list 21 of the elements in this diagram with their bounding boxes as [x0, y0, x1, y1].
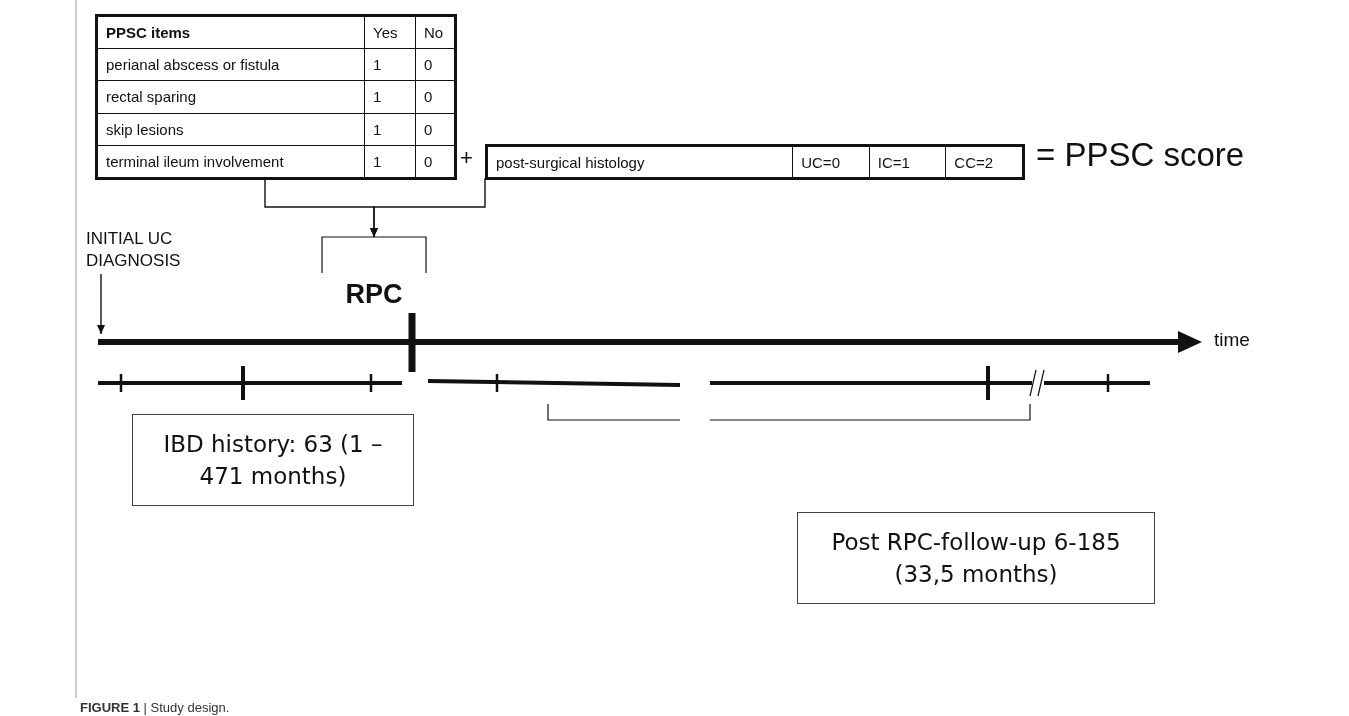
item-label: rectal sparing [96, 80, 365, 114]
histology-score-row [485, 144, 1025, 180]
column-heading: Yes [364, 15, 416, 49]
score-value: 1 [364, 48, 416, 81]
axis-label: time [1214, 329, 1250, 351]
item-label: perianal abscess or fistula [96, 48, 365, 81]
connector-arrow [97, 273, 105, 335]
period-box: IBD history: 63 (1 – 471 months) [132, 414, 414, 506]
event-label: RPC [344, 279, 404, 310]
column-heading: PPSC items [96, 15, 365, 49]
figure-caption: FIGURE 1 | Study design. [80, 700, 230, 715]
connector-arrow [370, 177, 486, 238]
bracket [321, 236, 427, 274]
score-value: 1 [364, 80, 416, 114]
period-box: Post RPC-follow-up 6-185 (33,5 months) [797, 512, 1155, 604]
score-table [95, 14, 457, 180]
score-value: 1 [364, 113, 416, 146]
item-label: skip lesions [96, 113, 365, 146]
result-label: = PPSC score [1036, 136, 1245, 174]
plus-sign: + [460, 145, 473, 171]
event-label: INITIAL UC DIAGNOSIS [86, 228, 236, 272]
